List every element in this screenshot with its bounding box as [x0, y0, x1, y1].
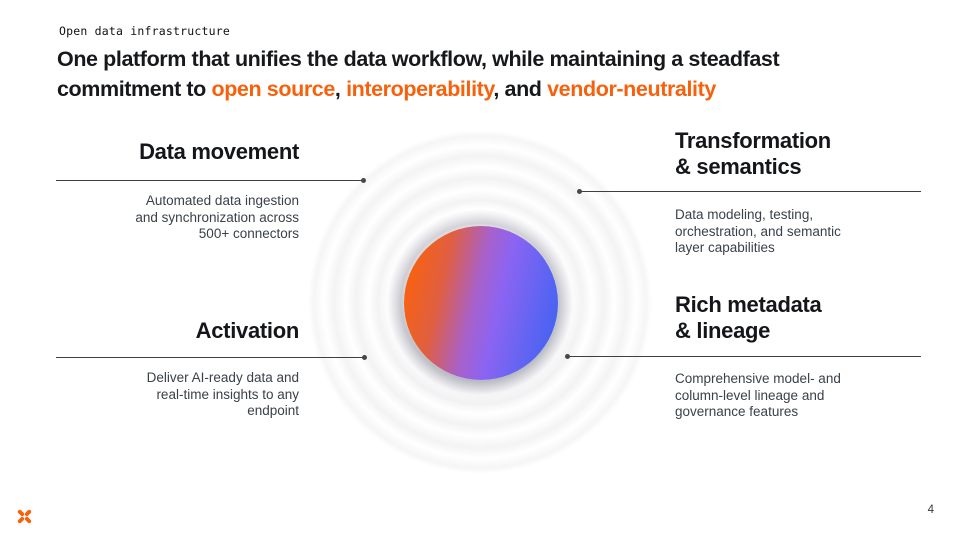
connector-dot: [577, 189, 582, 194]
quadrant-title-rich-metadata-lineage: Rich metadata & lineage: [675, 292, 822, 343]
headline-highlight-interoperability: interoperability: [346, 77, 494, 101]
quadrant-title-data-movement: Data movement: [139, 139, 299, 164]
headline-text-2: ,: [334, 77, 347, 101]
headline-highlight-open-source: open source: [211, 77, 335, 101]
quadrant-body-activation: Deliver AI-ready data and real-time insi…: [146, 370, 299, 418]
quadrant-title-activation: Activation: [195, 318, 300, 343]
connector-line-transformation-semantics: [577, 189, 921, 194]
eyebrow-label: Open data infrastructure: [59, 24, 230, 38]
gradient-sphere: [404, 226, 558, 380]
headline-text-1: One platform that unifies the data workf…: [57, 47, 780, 101]
connector-dot: [565, 354, 570, 359]
quadrant-body-rich-metadata-lineage: Comprehensive model- and column-level li…: [675, 371, 841, 419]
connector-line-rich-metadata-lineage: [565, 354, 921, 359]
page-number: 4: [927, 504, 934, 516]
headline-highlight-vendor-neutrality: vendor-neutrality: [547, 77, 716, 101]
headline-text-3: , and: [493, 77, 548, 101]
connector-line-data-movement: [56, 178, 366, 183]
connector-line-activation: [56, 355, 367, 360]
connector-dot: [362, 355, 367, 360]
airbyte-x-logo-icon: [17, 509, 32, 524]
headline: One platform that unifies the data workf…: [57, 44, 952, 104]
connector-dot: [361, 178, 366, 183]
quadrant-title-transformation-semantics: Transformation & semantics: [675, 128, 831, 179]
quadrant-body-transformation-semantics: Data modeling, testing, orchestration, a…: [675, 207, 841, 255]
quadrant-body-data-movement: Automated data ingestion and synchroniza…: [135, 193, 299, 241]
